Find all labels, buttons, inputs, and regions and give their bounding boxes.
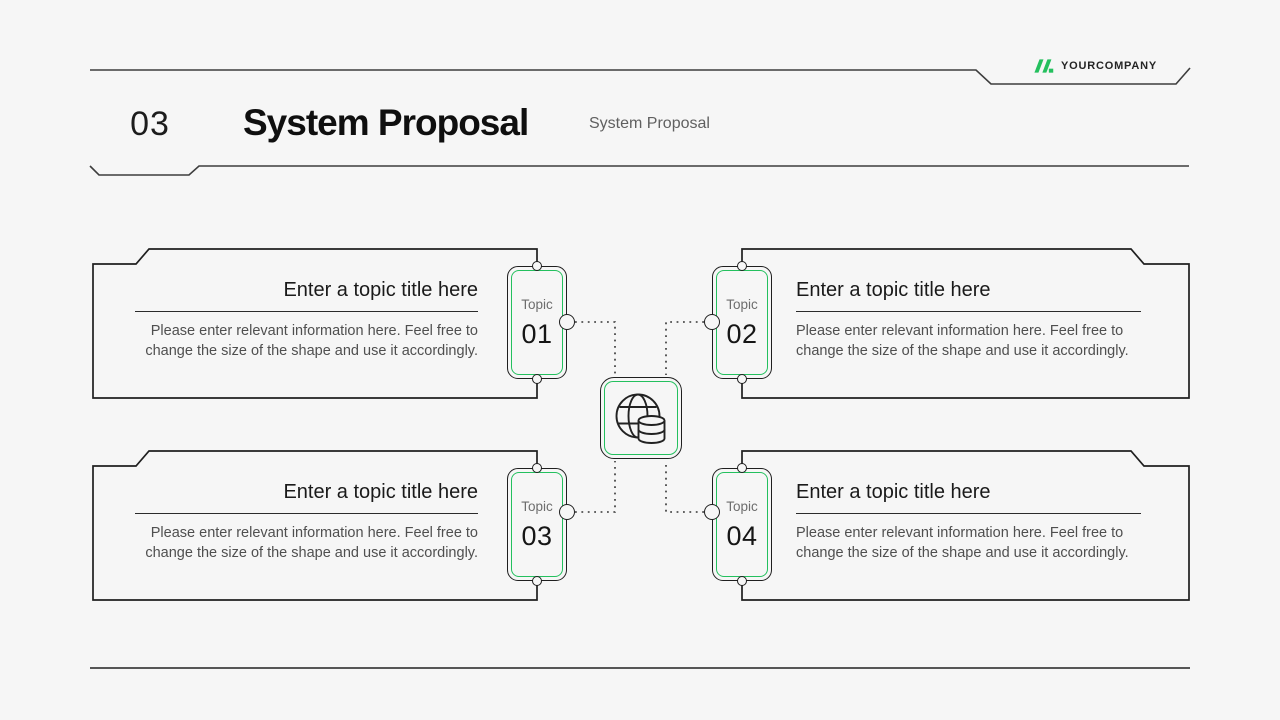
topic-box-outline-top-right <box>741 248 1190 399</box>
topic-body: Please enter relevant information here. … <box>145 323 478 359</box>
topic-text-block-4: Enter a topic title here Please enter re… <box>796 479 1141 563</box>
topic-box-outline-bottom-left <box>92 450 538 601</box>
dotted-connector-topic-1 <box>575 321 616 375</box>
topic-divider <box>796 513 1141 514</box>
topic-card-number: 01 <box>521 319 553 349</box>
connector-node-small <box>532 261 542 271</box>
globe-database-icon <box>613 390 669 446</box>
connector-node-small <box>532 576 542 586</box>
connector-node-small <box>737 261 747 271</box>
connector-node-small <box>737 576 747 586</box>
connector-node-small <box>532 463 542 473</box>
topic-box-outline-bottom-right <box>741 450 1190 601</box>
topic-title: Enter a topic title here <box>796 279 991 301</box>
topic-card-number: 04 <box>726 521 758 551</box>
topic-box-outline-top-left <box>92 248 538 399</box>
topic-card-1-inner: Topic 01 <box>511 270 563 375</box>
topic-card-label: Topic <box>726 499 758 514</box>
topic-title: Enter a topic title here <box>283 279 478 301</box>
topic-card-label: Topic <box>521 499 553 514</box>
topic-card-4-inner: Topic 04 <box>716 472 768 577</box>
company-logo-icon <box>1033 58 1054 74</box>
topic-card-3: Topic 03 <box>507 468 567 581</box>
connector-node-large <box>559 314 575 330</box>
topic-card-2: Topic 02 <box>712 266 772 379</box>
topic-divider <box>135 513 478 514</box>
connector-node-small <box>737 374 747 384</box>
center-hub-inner <box>604 381 678 455</box>
topic-title: Enter a topic title here <box>796 481 991 503</box>
topic-body: Please enter relevant information here. … <box>796 525 1129 561</box>
dotted-connector-topic-3 <box>575 461 616 513</box>
connector-node-large <box>704 504 720 520</box>
topic-card-2-inner: Topic 02 <box>716 270 768 375</box>
topic-card-label: Topic <box>521 297 553 312</box>
topic-card-number: 03 <box>521 521 553 551</box>
connector-node-large <box>559 504 575 520</box>
dotted-connector-topic-2 <box>665 321 704 375</box>
dotted-connector-topic-4 <box>665 461 704 513</box>
center-hub <box>600 377 682 459</box>
page-title: System Proposal <box>243 102 529 143</box>
brand-name: YOURCOMPANY <box>1061 60 1157 72</box>
brand-logo: YOURCOMPANY <box>1033 58 1157 74</box>
topic-body: Please enter relevant information here. … <box>796 323 1129 359</box>
topic-divider <box>796 311 1141 312</box>
topic-divider <box>135 311 478 312</box>
header-top-rule <box>90 67 1191 85</box>
topic-card-3-inner: Topic 03 <box>511 472 563 577</box>
topic-text-block-2: Enter a topic title here Please enter re… <box>796 277 1141 361</box>
header-bottom-rule <box>89 165 1189 176</box>
topic-card-4: Topic 04 <box>712 468 772 581</box>
page-subtitle: System Proposal <box>589 115 710 132</box>
topic-text-block-1: Enter a topic title here Please enter re… <box>135 277 478 361</box>
connector-node-large <box>704 314 720 330</box>
topic-body: Please enter relevant information here. … <box>145 525 478 561</box>
connector-node-small <box>737 463 747 473</box>
topic-text-block-3: Enter a topic title here Please enter re… <box>135 479 478 563</box>
connector-node-small <box>532 374 542 384</box>
topic-title: Enter a topic title here <box>283 481 478 503</box>
topic-card-label: Topic <box>726 297 758 312</box>
topic-card-1: Topic 01 <box>507 266 567 379</box>
topic-card-number: 02 <box>726 319 758 349</box>
section-number: 03 <box>130 105 170 143</box>
